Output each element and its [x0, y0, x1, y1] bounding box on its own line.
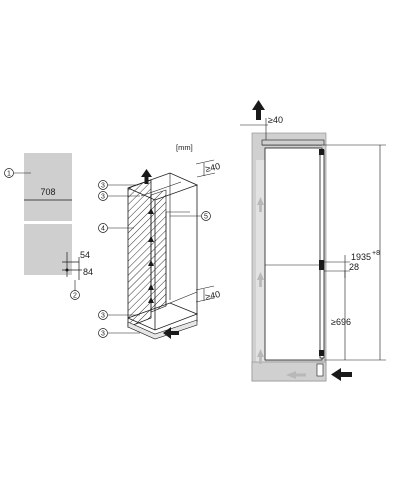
top-gap-label: ≥40: [204, 161, 221, 174]
rear-vent-channel: [256, 160, 265, 364]
lower-height-label: ≥696: [331, 317, 351, 327]
bottom-gap-label: ≥40: [204, 289, 221, 302]
airflow-arrow-3: [148, 260, 154, 266]
top-gap-tick-1: [195, 159, 215, 165]
callout-1-circle: [4, 168, 14, 178]
side-bottom-arrow-head: [331, 368, 341, 381]
niche-bottom-slab: [127, 302, 199, 331]
callout-3-bottom-b-number: 3: [101, 331, 105, 338]
top-gap-tick-2: [196, 172, 216, 178]
total-height-tolerance: +8: [372, 250, 380, 257]
callout-5: 5: [170, 211, 211, 221]
airflow-arrows: [148, 208, 154, 303]
callout-4-number: 4: [101, 226, 105, 233]
handle-offset-y-label: 84: [83, 267, 93, 277]
width-dimension-label: 708: [40, 187, 55, 197]
airflow-arrow-4: [148, 284, 154, 290]
side-bottom-arrow-shaft: [340, 372, 352, 377]
niche-isometric-view: [mm] ≥40: [98, 143, 221, 340]
airflow-arrow-2: [148, 236, 154, 242]
niche-left-wall-hatch: [127, 179, 152, 328]
callout-5-number: 5: [204, 214, 208, 221]
callout-3-top-a: 3: [98, 180, 138, 190]
appliance-body: [264, 147, 323, 361]
rear-airflow-arrow-2: [257, 272, 264, 287]
rear-airflow-arrows: [257, 197, 264, 364]
top-clearance-label: ≥40: [268, 115, 283, 125]
middle-gap-label: 28: [349, 262, 359, 272]
callout-2-circle: [70, 290, 80, 300]
top-exhaust-arrow-head: [141, 169, 152, 177]
handle-offset-x-label: 54: [80, 250, 90, 260]
niche-center-hatch: [150, 189, 167, 313]
niche-inner-top: [140, 181, 182, 197]
callout-3-bottom-a-number: 3: [101, 313, 105, 320]
callout-1-number: 1: [7, 171, 11, 178]
bottom-gap-tick-2: [195, 297, 215, 303]
callout-3-top-b: 3: [98, 191, 140, 201]
callout-2-number: 2: [73, 293, 77, 300]
bottom-intake-arrow-head: [163, 327, 171, 339]
niche-base-plinth: [127, 319, 198, 340]
bottom-hinge: [319, 350, 324, 356]
plinth-line: [169, 291, 198, 304]
plinth-base: [251, 361, 327, 382]
callout-3-top-a-number: 3: [101, 183, 105, 190]
fridge-front-view: 708 54 84 1 2: [4, 153, 93, 300]
callout-3-top-b-number: 3: [101, 194, 105, 201]
callout-3-bottom-b: 3: [98, 328, 140, 338]
airflow-arrow-1: [148, 208, 154, 214]
total-height-label: 1935: [351, 252, 371, 262]
rear-airflow-arrow-1: [257, 197, 264, 212]
appliance-door: [319, 149, 325, 359]
rear-airflow-arrow-3: [257, 349, 264, 364]
plinth-airflow-arrow: [286, 371, 306, 379]
callout-3-bottom-a: 3: [98, 310, 140, 320]
top-exhaust-arrow-shaft: [144, 176, 149, 184]
side-top-arrow-head: [252, 100, 265, 110]
handle-point: [65, 268, 69, 272]
airflow-arrow-5: [148, 297, 154, 303]
appliance-top-cap: [261, 139, 325, 146]
fridge-lower-door: [24, 224, 72, 275]
callout-4: 4: [98, 223, 134, 233]
side-section-view: ≥40 1935 +8 28 ≥696: [240, 100, 386, 382]
unit-label: [mm]: [176, 143, 193, 152]
bottom-gap-tick-1: [195, 285, 215, 291]
top-hinge: [319, 149, 324, 155]
fridge-upper-door: [24, 153, 72, 221]
bottom-intake-arrow-shaft: [170, 331, 179, 335]
side-top-arrow-shaft: [256, 108, 261, 120]
plinth-front-stop: [316, 363, 324, 377]
